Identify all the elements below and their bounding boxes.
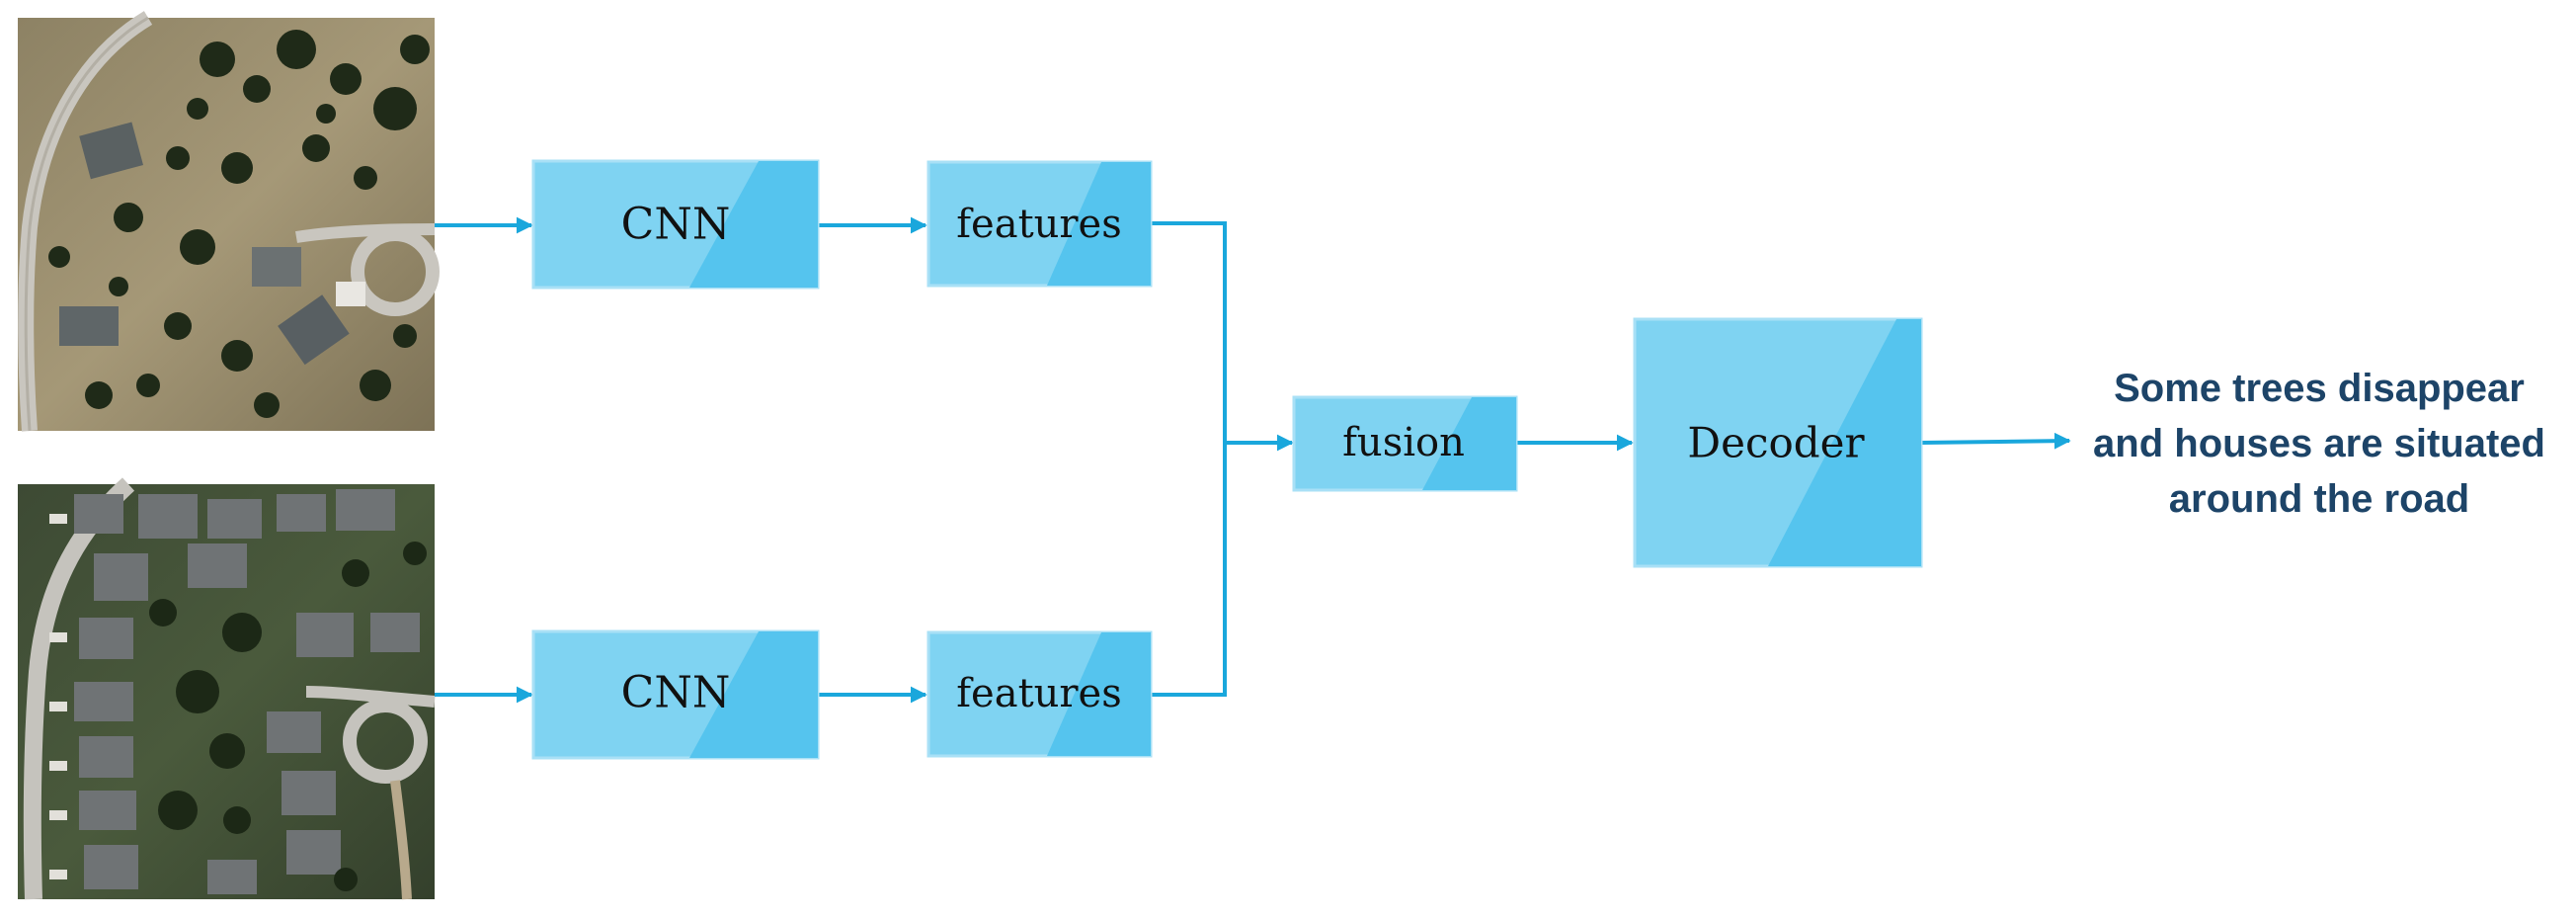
connector-features-top: [1151, 221, 1227, 697]
fusion-box: fusion: [1292, 395, 1518, 492]
features-box-top: features: [926, 160, 1153, 288]
features-bottom-label: features: [956, 671, 1121, 716]
features-top-label: features: [956, 202, 1121, 247]
output-caption-line-2: and houses are situated: [2093, 422, 2545, 465]
cnn-bottom-label: CNN: [621, 668, 731, 718]
arrow-decoder-to-output: [1920, 432, 2071, 450]
cnn-box-top: CNN: [531, 159, 820, 290]
output-caption-line-1: Some trees disappear: [2114, 367, 2525, 410]
features-box-bottom: features: [926, 630, 1153, 758]
satellite-image-after: [18, 477, 436, 900]
decoder-box: Decoder: [1633, 317, 1923, 568]
output-caption: Some trees disappear and houses are situ…: [2093, 367, 2545, 521]
fusion-label: fusion: [1342, 420, 1465, 465]
decoder-label: Decoder: [1687, 419, 1865, 467]
connectors: [435, 216, 2071, 704]
cnn-top-label: CNN: [621, 200, 731, 250]
output-caption-line-3: around the road: [2169, 477, 2469, 521]
cnn-box-bottom: CNN: [531, 629, 820, 760]
satellite-image-before: [18, 11, 440, 432]
